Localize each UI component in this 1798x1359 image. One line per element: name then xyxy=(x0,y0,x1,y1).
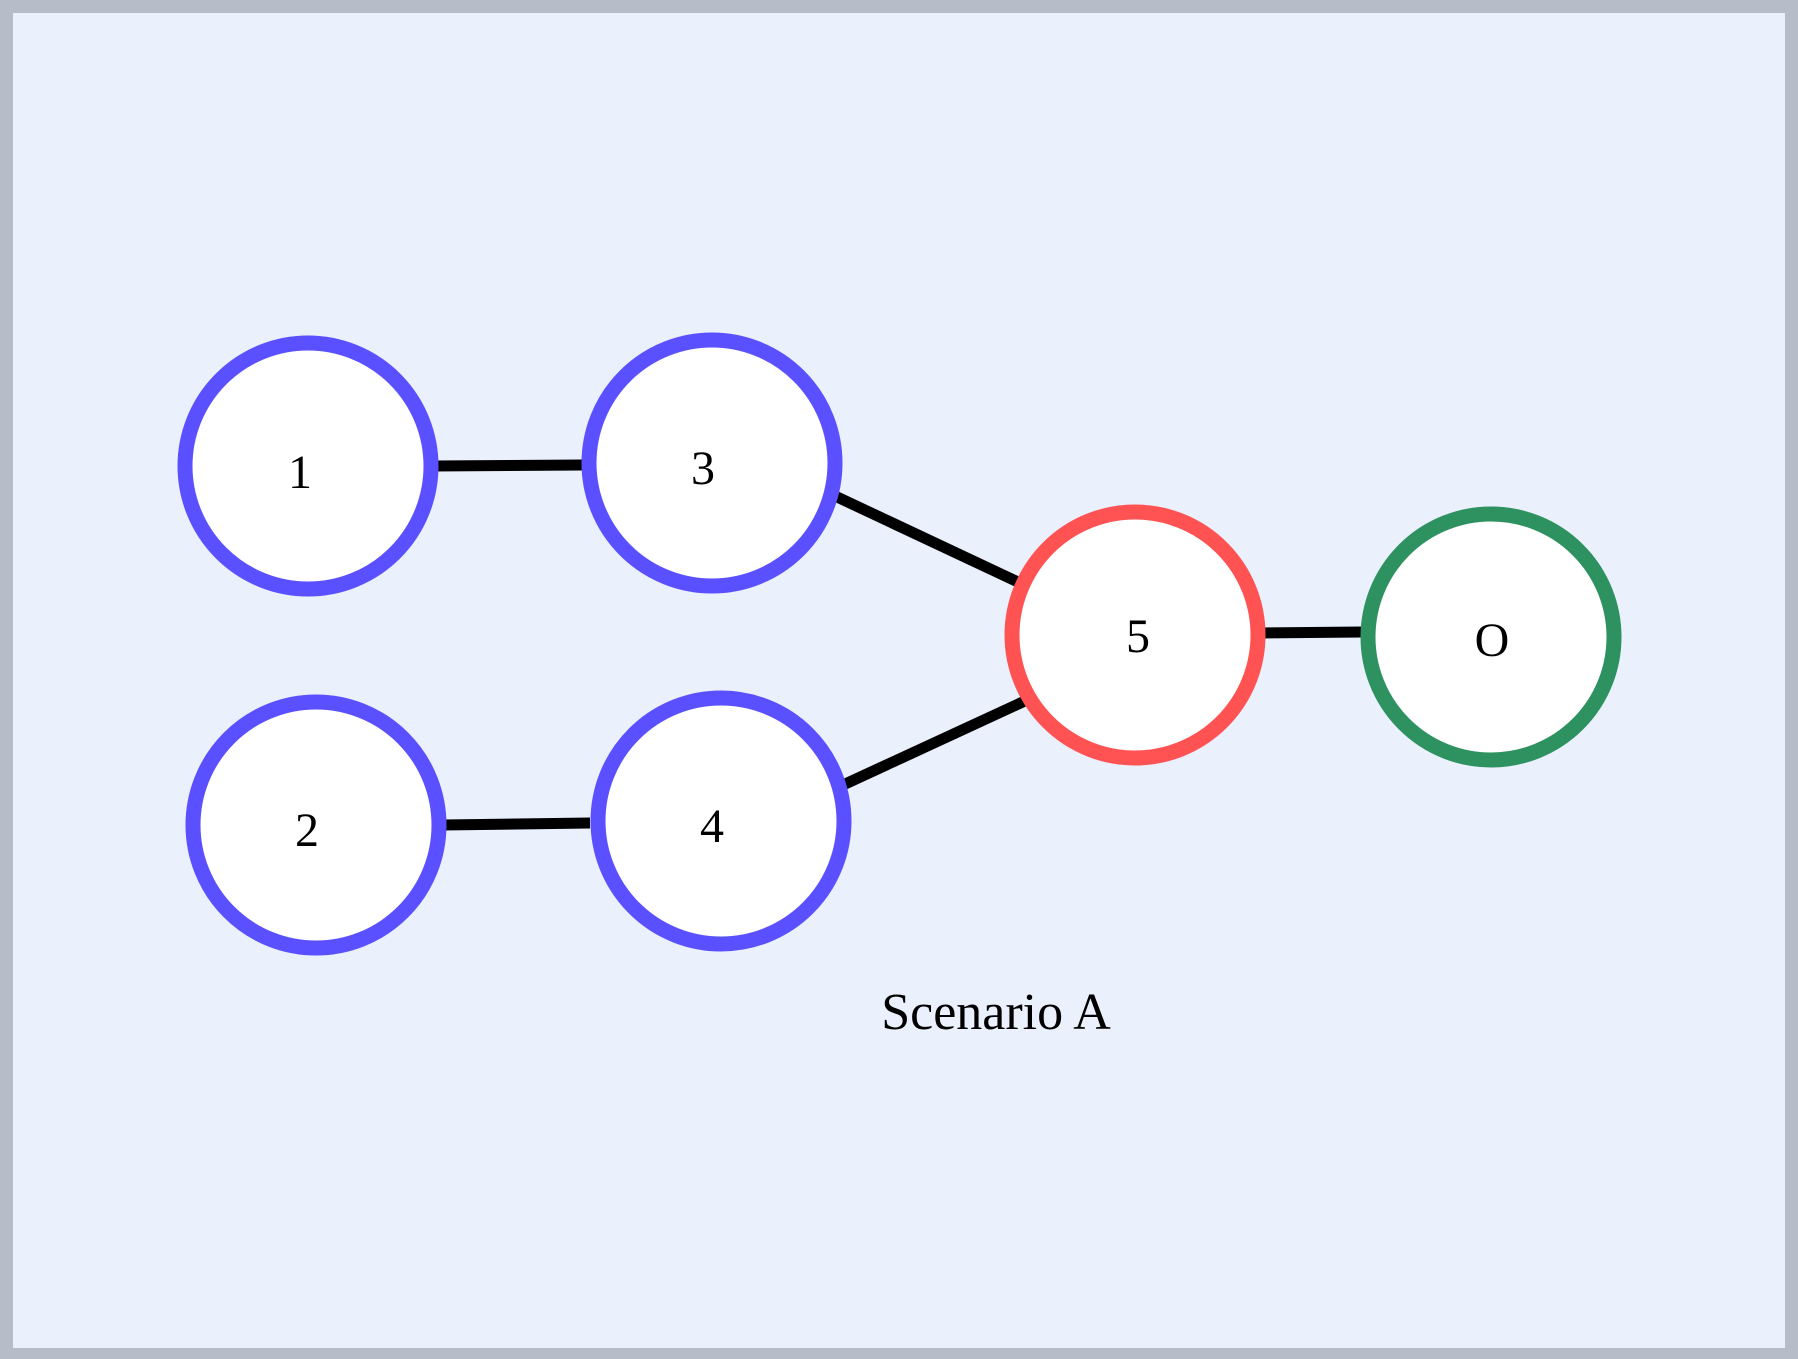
edge-3-5 xyxy=(832,491,1021,587)
node-1-label: 1 xyxy=(288,446,312,499)
node-O-circle xyxy=(1360,506,1622,768)
edge-2-4 xyxy=(442,817,591,831)
node-layer: 1 2 3 4 5 O xyxy=(177,332,1622,956)
node-2-circle xyxy=(185,694,447,956)
node-2-label: 2 xyxy=(295,804,319,857)
node-4: 4 xyxy=(590,690,852,952)
node-3-label: 3 xyxy=(691,442,715,495)
edge-5-O xyxy=(1256,626,1363,639)
diagram-caption: Scenario A xyxy=(881,984,1111,1041)
edge-1-3 xyxy=(433,459,583,472)
node-3: 3 xyxy=(581,332,843,594)
node-1-circle xyxy=(177,335,439,597)
node-4-label: 4 xyxy=(700,800,724,853)
node-4-circle xyxy=(590,690,852,952)
edge-4-5 xyxy=(840,689,1043,790)
node-O-label: O xyxy=(1475,614,1510,667)
node-2: 2 xyxy=(185,694,447,956)
node-1: 1 xyxy=(177,335,439,597)
node-3-circle xyxy=(581,332,843,594)
node-5-label: 5 xyxy=(1126,610,1150,663)
edge-layer xyxy=(433,459,1363,831)
node-O: O xyxy=(1360,506,1622,768)
node-5: 5 xyxy=(1004,504,1266,766)
node-5-circle xyxy=(1004,504,1266,766)
